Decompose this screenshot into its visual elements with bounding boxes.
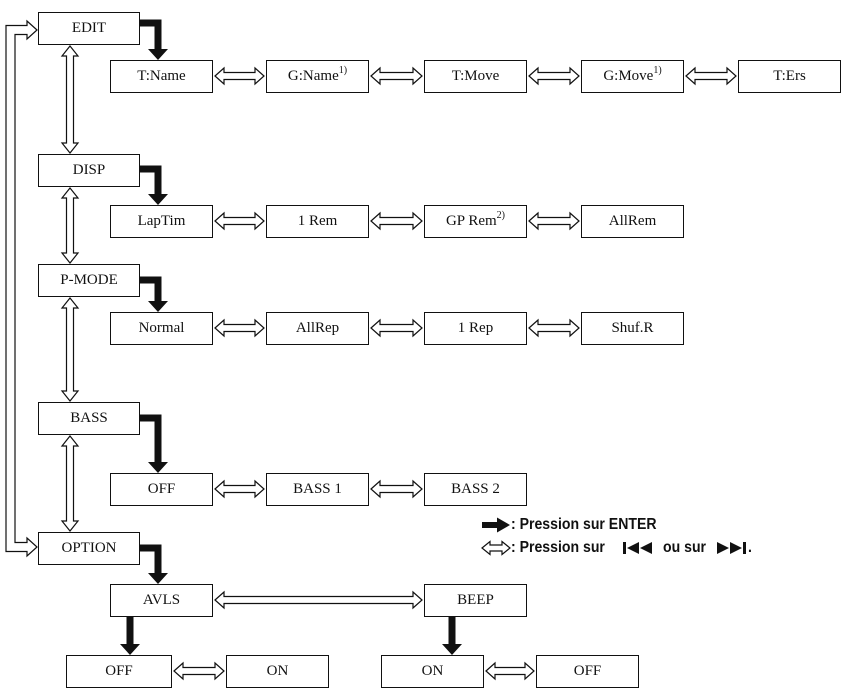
bass-item: BASS 2 — [424, 473, 527, 506]
pmode-item: 1 Rep — [424, 312, 527, 345]
enter-arrow — [140, 276, 168, 312]
double-arrow-connector — [370, 66, 423, 86]
enter-arrow — [120, 617, 140, 655]
double-arrow-connector — [528, 318, 580, 338]
edit-item: T:Ers — [738, 60, 841, 93]
menu-pmode: P-MODE — [38, 264, 140, 297]
menu-cycle-arrow — [60, 297, 80, 402]
menu-cycle-arrow — [60, 187, 80, 264]
pmode-item: Shuf.R — [581, 312, 684, 345]
menu-option: OPTION — [38, 532, 140, 565]
disp-item: LapTim — [110, 205, 213, 238]
double-arrow-connector — [485, 661, 535, 681]
edit-item: T:Name — [110, 60, 213, 93]
pmode-item: AllRep — [266, 312, 369, 345]
menu-cycle-arrow — [60, 435, 80, 532]
enter-arrow — [442, 617, 462, 655]
next-track-icon — [716, 541, 746, 554]
menu-disp: DISP — [38, 154, 140, 187]
enter-arrow — [140, 19, 168, 60]
legend-skip: : Pression sur ou sur . — [481, 538, 752, 558]
edit-item: T:Move — [424, 60, 527, 93]
beep-item: OFF — [536, 655, 639, 688]
option-beep: BEEP — [424, 584, 527, 617]
enter-arrow — [140, 414, 168, 473]
double-arrow-connector — [528, 211, 580, 231]
double-arrow-connector — [370, 479, 423, 499]
avls-item: OFF — [66, 655, 172, 688]
menu-bass: BASS — [38, 402, 140, 435]
disp-item: AllRem — [581, 205, 684, 238]
double-arrow-connector — [370, 211, 423, 231]
double-arrow-connector — [214, 590, 423, 610]
bass-item: OFF — [110, 473, 213, 506]
avls-item: ON — [226, 655, 329, 688]
double-arrow-icon — [481, 540, 511, 556]
double-arrow-connector — [173, 661, 225, 681]
return-loop-arrow — [5, 19, 38, 558]
menu-cycle-arrow — [60, 45, 80, 154]
double-arrow-connector — [214, 66, 265, 86]
previous-track-icon — [623, 541, 653, 554]
menu-edit: EDIT — [38, 12, 140, 45]
double-arrow-connector — [528, 66, 580, 86]
double-arrow-connector — [214, 211, 265, 231]
double-arrow-connector — [370, 318, 423, 338]
double-arrow-connector — [214, 479, 265, 499]
beep-item: ON — [381, 655, 484, 688]
right-arrow-icon — [482, 517, 510, 533]
enter-arrow — [140, 544, 168, 584]
disp-item: 1 Rem — [266, 205, 369, 238]
bass-item: BASS 1 — [266, 473, 369, 506]
double-arrow-connector — [685, 66, 737, 86]
option-avls: AVLS — [110, 584, 213, 617]
pmode-item: Normal — [110, 312, 213, 345]
enter-arrow — [140, 165, 168, 205]
double-arrow-connector — [214, 318, 265, 338]
legend-enter: : Pression sur ENTER — [481, 515, 676, 535]
